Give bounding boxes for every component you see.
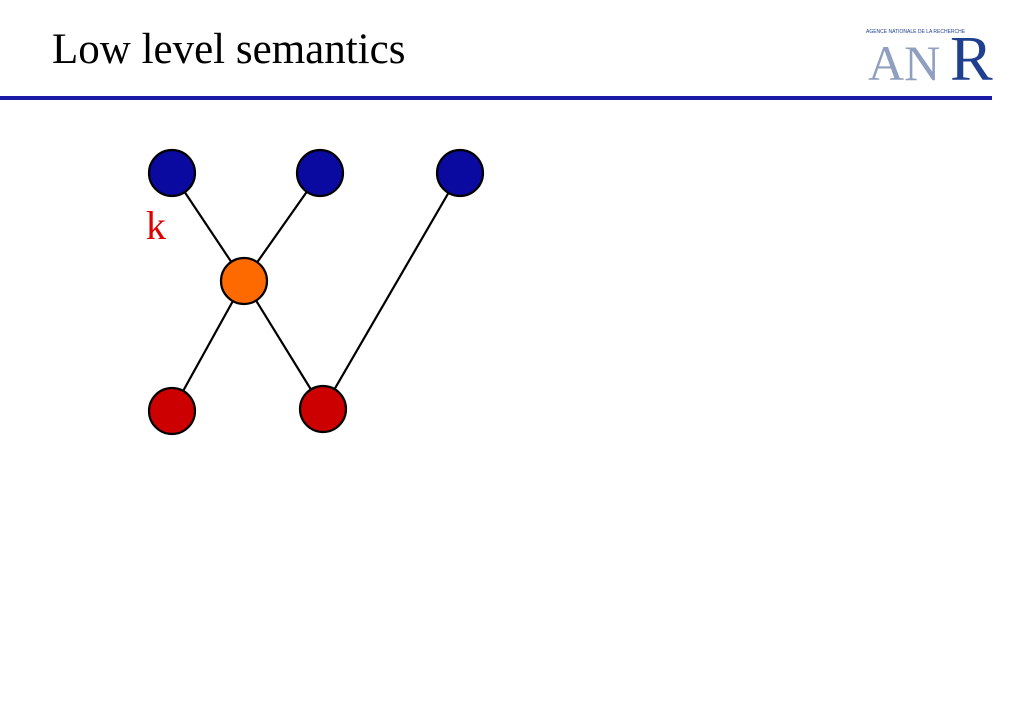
graph-nodes xyxy=(147,148,485,436)
edge-top-right-bottom-right xyxy=(322,172,461,410)
node-bottom-right xyxy=(298,384,348,434)
node-bottom-left xyxy=(147,386,197,436)
node-top-right xyxy=(435,148,485,198)
node-top-middle xyxy=(295,148,345,198)
node-top-left xyxy=(147,148,197,198)
anr-logo-graphic: AGENCE NATIONALE DE LA RECHERCHE AN R xyxy=(866,26,993,88)
edge-center-bottom-right xyxy=(243,280,324,410)
anr-logo: AGENCE NATIONALE DE LA RECHERCHE AN R xyxy=(862,26,1007,88)
title-rule xyxy=(0,96,992,100)
edge-center-bottom-left xyxy=(171,280,245,412)
anr-logo-letter-bold: R xyxy=(950,26,993,88)
graph-edges xyxy=(171,172,461,412)
anr-logo-letters-light: AN xyxy=(868,35,940,88)
anr-logo-tagline: AGENCE NATIONALE DE LA RECHERCHE xyxy=(866,29,966,35)
slide-title: Low level semantics xyxy=(52,26,406,73)
label-k: k xyxy=(146,203,166,248)
node-center xyxy=(219,256,269,306)
